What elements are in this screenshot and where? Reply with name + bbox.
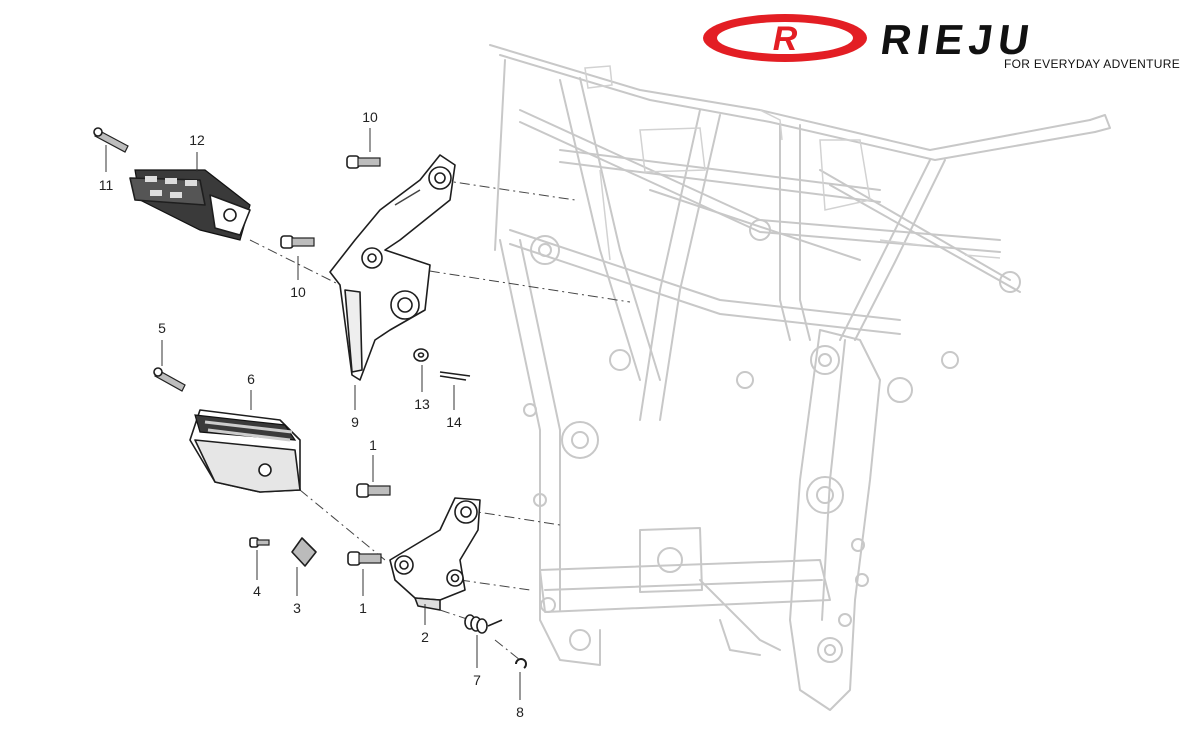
bolt-part-1-upper — [356, 483, 391, 498]
screw-part-4 — [249, 537, 270, 548]
spring-part-7 — [464, 614, 503, 634]
bolt-part-10-lower — [280, 235, 315, 249]
plate-part-3 — [291, 537, 317, 567]
brand-emblem-letter: R — [773, 20, 798, 58]
footpeg-part-12 — [129, 169, 251, 241]
callout-5: 5 — [158, 320, 166, 336]
callout-9: 9 — [351, 414, 359, 430]
callout-8: 8 — [516, 704, 524, 720]
callout-14: 14 — [446, 414, 462, 430]
pin-part-11 — [93, 127, 129, 153]
bracket-part-9 — [329, 154, 456, 381]
frame-drawing — [489, 44, 1111, 711]
callout-12: 12 — [189, 132, 205, 148]
driver-footpeg-group — [153, 367, 527, 669]
washer-part-13 — [413, 348, 429, 362]
callout-1-upper: 1 — [369, 437, 377, 453]
leader-lines — [105, 128, 521, 700]
callout-11: 11 — [99, 177, 114, 193]
bolt-part-10-upper — [346, 155, 381, 169]
callout-2: 2 — [421, 629, 429, 645]
callout-4: 4 — [253, 583, 261, 599]
callout-13: 13 — [414, 396, 430, 412]
callout-labels: 10 12 11 10 5 6 9 13 14 1 4 3 1 2 7 8 — [99, 109, 524, 720]
bracket-part-2 — [389, 497, 481, 611]
callout-6: 6 — [247, 371, 255, 387]
brand-tagline: FOR EVERYDAY ADVENTURE — [1004, 57, 1180, 71]
rider-footpeg-group — [93, 127, 471, 381]
footpeg-part-6 — [189, 409, 301, 493]
assembly-lines — [249, 179, 631, 661]
brand-wordmark: RIEJU — [878, 16, 1038, 63]
cotter-pin-part-14 — [439, 371, 471, 381]
clip-part-8 — [515, 658, 527, 669]
callout-10-lower: 10 — [290, 284, 306, 300]
callout-10-upper: 10 — [362, 109, 378, 125]
callout-1-lower: 1 — [359, 600, 367, 616]
brand-logo: R RIEJU — [703, 14, 1038, 63]
brand-emblem: R — [703, 14, 867, 62]
pin-part-5 — [153, 367, 186, 392]
callout-7: 7 — [473, 672, 481, 688]
bolt-part-1-lower — [347, 551, 382, 566]
callout-3: 3 — [293, 600, 301, 616]
